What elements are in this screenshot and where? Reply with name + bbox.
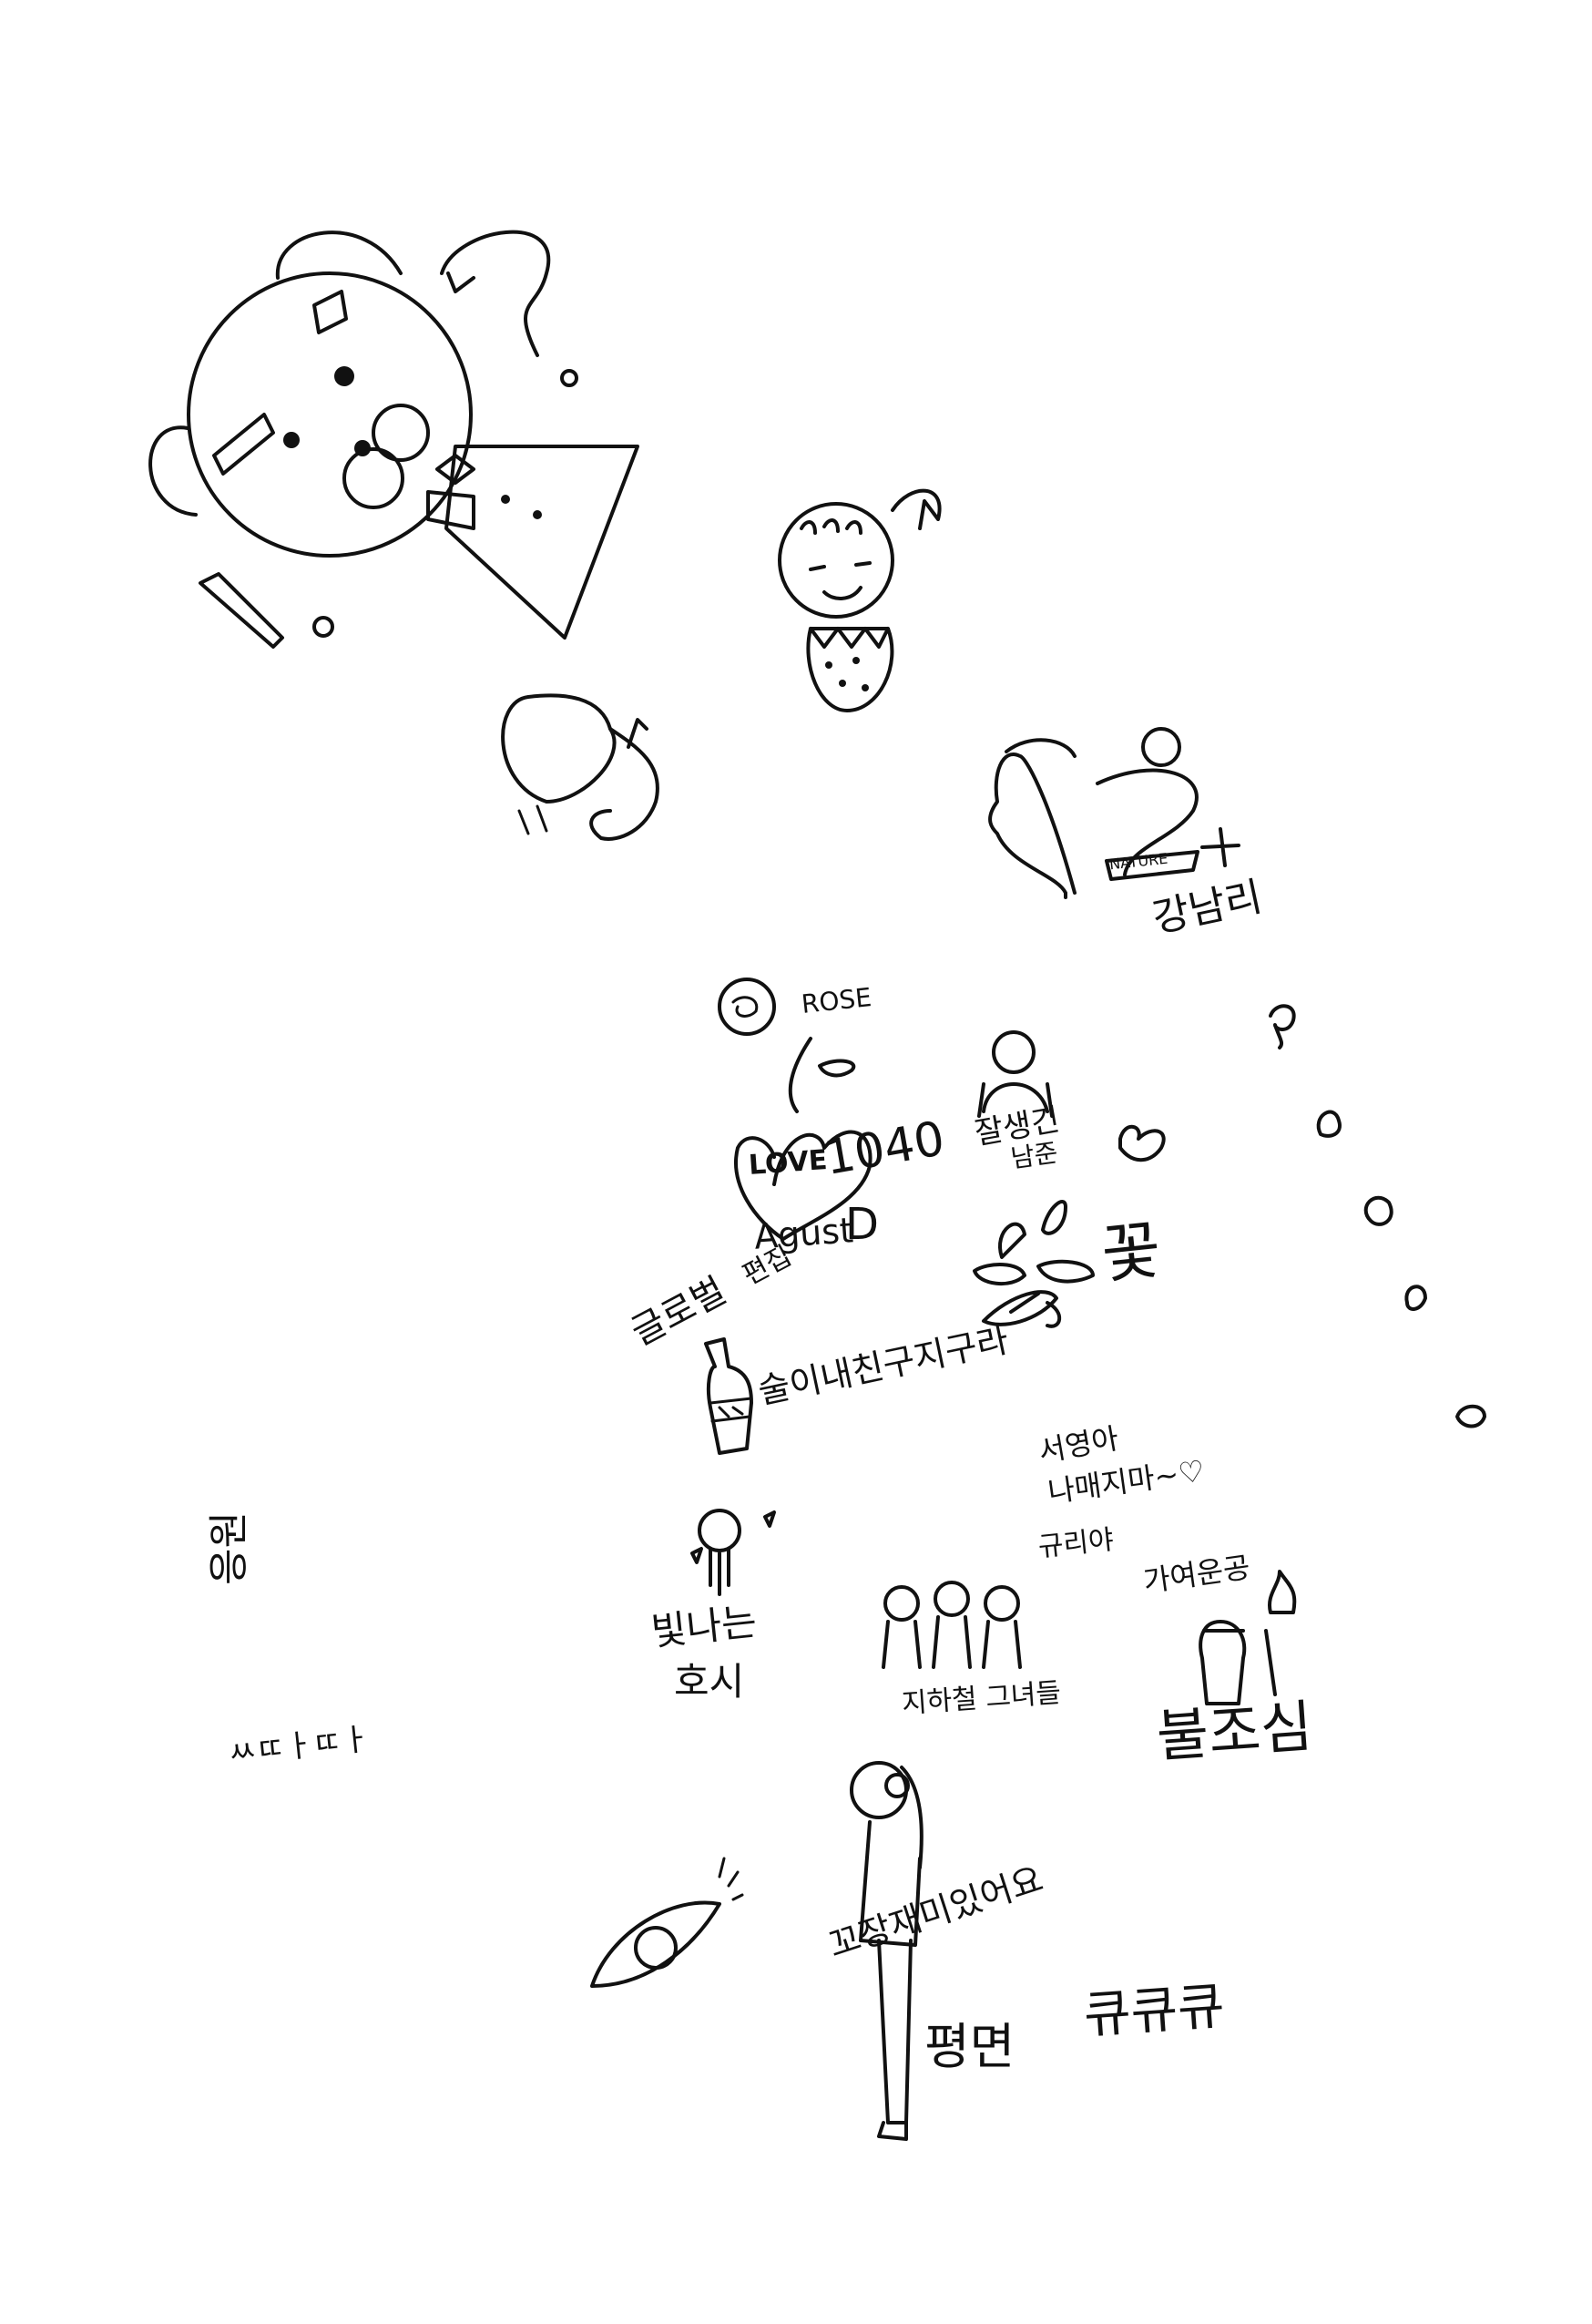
petal-icon — [1269, 1004, 1486, 1428]
rose-icon — [718, 978, 856, 1113]
exclamation-mark-icon — [199, 572, 334, 649]
kyukyukyu-label: 큐큐큐 — [1081, 1976, 1227, 2046]
heart-icon — [734, 1124, 1166, 1241]
person-icon — [690, 1509, 776, 1596]
pyeongmyeon-label: 평면 — [924, 2018, 1015, 2075]
rose-label: ROSE — [800, 982, 873, 1019]
fire-icon — [1199, 1570, 1297, 1705]
heart-with-ribbon-icon — [501, 693, 659, 841]
standing-girl-icon — [850, 1761, 924, 2141]
namjun-label: 남준 — [1008, 1137, 1060, 1174]
eungwon-label: 응원 — [206, 1511, 252, 1585]
question-mark-icon — [440, 230, 578, 387]
bear-icon — [148, 230, 639, 640]
eye-icon — [590, 1857, 744, 1988]
kyuriya-label: 규리야 — [1036, 1523, 1116, 1564]
buljosim-label: 불조심 — [1154, 1693, 1315, 1770]
profile-head-icon — [988, 727, 1240, 899]
d-label: D — [845, 1199, 879, 1250]
hosi-label: 호시 — [674, 1659, 745, 1704]
trio-girls-icon — [882, 1581, 1022, 1669]
strawberry-girl-icon — [778, 488, 942, 712]
love-label: LOVE — [747, 1144, 829, 1182]
bitnaneun-label: 빛나는 — [648, 1599, 760, 1654]
leaf-flower-icon — [973, 1200, 1095, 1328]
kkot-label: 꽃 — [1097, 1212, 1165, 1294]
bottle-icon — [704, 1337, 753, 1455]
person-icon — [977, 1030, 1054, 1118]
